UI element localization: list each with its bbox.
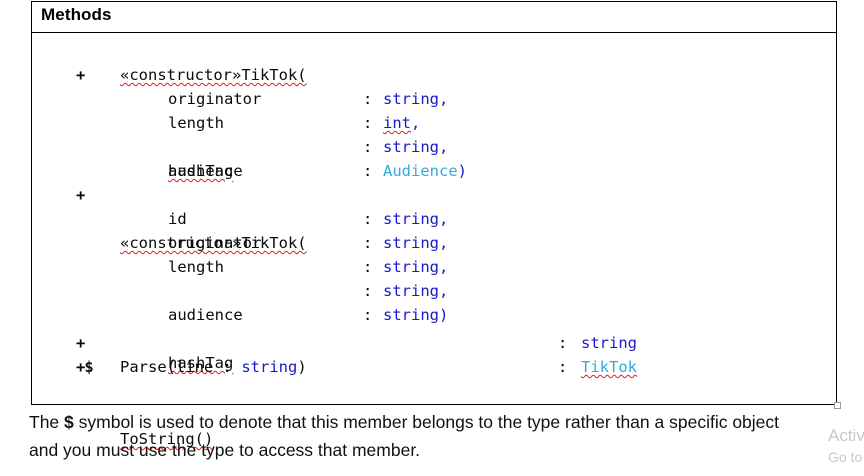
- type-token: string: [383, 282, 439, 300]
- punctuation: ,: [439, 258, 449, 276]
- parameter-type: string): [383, 303, 448, 327]
- resize-handle-bottom-right[interactable]: [834, 402, 841, 409]
- punctuation: ): [457, 162, 467, 180]
- member-signature: «constructor»TikTok(: [120, 66, 307, 84]
- return-colon: :: [558, 358, 568, 376]
- member-signature: «constructor»TikTok(: [120, 234, 307, 252]
- punctuation: ,: [439, 234, 449, 252]
- punctuation: ,: [439, 282, 449, 300]
- parameter-name: originator: [168, 234, 262, 252]
- parameter-type: string,: [383, 231, 448, 255]
- member-visibility-marker: +: [76, 186, 85, 204]
- dollar-symbol: $: [64, 412, 74, 432]
- parameter-type: string,: [383, 207, 448, 231]
- parameter-colon: :: [363, 210, 373, 228]
- type-token: string: [383, 210, 439, 228]
- parameter-type: string,: [383, 87, 448, 111]
- type-token: Audience: [383, 162, 458, 180]
- type-token: string: [383, 138, 439, 156]
- members-list: + «constructor»TikTok( originator : stri…: [32, 33, 838, 448]
- parameter-name: hashTag: [168, 354, 234, 372]
- parameter-type: string,: [383, 255, 448, 279]
- parameter-colon: :: [363, 282, 373, 300]
- type-token: string: [241, 358, 298, 376]
- caption-text: The $ symbol is used to denote that this…: [29, 408, 844, 464]
- caption-line1-prefix: The: [29, 412, 65, 432]
- return-colon: :: [558, 334, 568, 352]
- punctuation: ,: [439, 210, 449, 228]
- parameter-colon: :: [363, 258, 373, 276]
- methods-body-compartment[interactable]: + «constructor»TikTok( originator : stri…: [31, 33, 838, 448]
- type-token: string: [383, 234, 439, 252]
- parameter-colon: :: [363, 114, 373, 132]
- parameter-colon: :: [363, 162, 373, 180]
- parameter-colon: :: [363, 234, 373, 252]
- caption-line1-rest: symbol is used to denote that this membe…: [73, 412, 780, 432]
- parameter-colon: :: [363, 138, 373, 156]
- caption-line2: and you must use the type to access that…: [29, 440, 421, 460]
- parameter-name: length: [168, 258, 224, 276]
- member-visibility-marker: +: [76, 66, 85, 84]
- type-token: string: [581, 334, 637, 352]
- type-token: string: [383, 306, 439, 324]
- parameter-name: length: [168, 114, 224, 132]
- parameter-colon: :: [363, 90, 373, 108]
- parameter-name: audience: [168, 162, 243, 180]
- parameter-name: audience: [168, 306, 243, 324]
- signature-prefix: Parse(line :: [120, 358, 242, 376]
- member-signature: ToString(): [120, 430, 214, 448]
- parameter-type: int,: [383, 111, 420, 135]
- watermark-title: Activate Windows: [828, 426, 864, 445]
- punctuation: ,: [439, 90, 449, 108]
- signature-suffix: ): [297, 358, 307, 376]
- parameter-name: originator: [168, 90, 262, 108]
- type-token: string: [383, 90, 439, 108]
- parameter-colon: :: [363, 306, 373, 324]
- member-visibility-marker: +$: [76, 358, 94, 376]
- member-visibility-marker: +: [76, 334, 85, 352]
- member-signature: Parse(line : string): [120, 355, 307, 379]
- punctuation: ,: [411, 114, 421, 132]
- return-type: TikTok: [581, 355, 637, 379]
- page-title: Methods: [41, 5, 112, 24]
- type-token: string: [383, 258, 439, 276]
- methods-header-compartment[interactable]: Methods: [31, 1, 837, 33]
- punctuation: ,: [439, 138, 449, 156]
- return-type: string: [581, 331, 637, 355]
- parameter-type: string,: [383, 135, 448, 159]
- punctuation: ): [439, 306, 449, 324]
- type-token: int: [383, 114, 411, 132]
- parameter-type: Audience): [383, 159, 467, 183]
- parameter-type: string,: [383, 279, 448, 303]
- parameter-name: id: [168, 210, 187, 228]
- parameter-name: hashTag: [168, 162, 234, 180]
- watermark-subtitle: Go to Settings to activate Windows.: [828, 449, 864, 465]
- windows-activation-watermark: Activate Windows Go to Settings to activ…: [828, 424, 864, 467]
- uml-methods-compartment-shape[interactable]: Methods + «constructor»TikTok( originato…: [31, 1, 841, 448]
- type-token: TikTok: [581, 358, 637, 376]
